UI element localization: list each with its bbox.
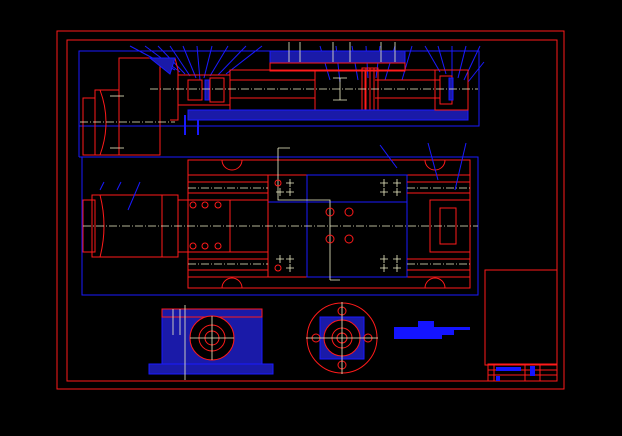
inner-border — [66, 39, 558, 382]
end-bearing — [434, 69, 469, 111]
outer-border — [56, 30, 565, 390]
motor-body — [118, 57, 161, 156]
bolt-holes — [189, 179, 354, 272]
motor-break-line — [99, 89, 107, 156]
title-block — [484, 269, 558, 382]
top-section-view — [78, 42, 485, 158]
flange-end-view — [306, 302, 378, 374]
blue-annotation-block — [394, 321, 470, 339]
plan-view — [81, 142, 479, 296]
screw-marks — [276, 179, 401, 272]
base-hatched-plate — [187, 109, 469, 121]
top-hatched-plate — [269, 50, 406, 64]
bearing-block-section — [148, 305, 274, 380]
slide-body — [229, 69, 469, 111]
coupling — [177, 74, 231, 106]
